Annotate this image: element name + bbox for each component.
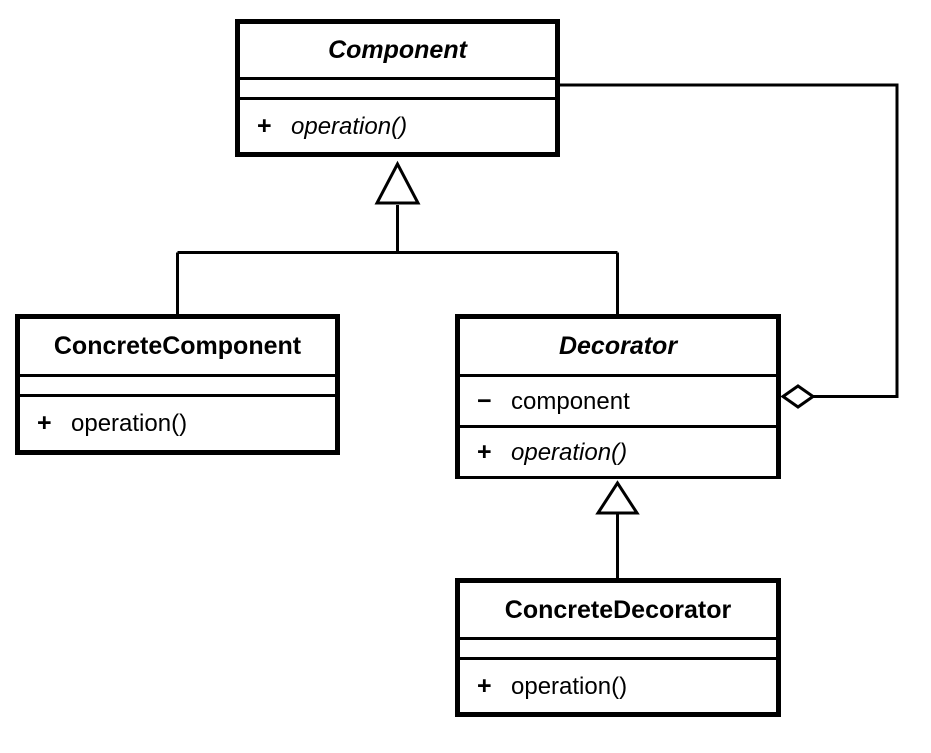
- component-attributes-compartment: [240, 80, 555, 100]
- hollow-triangle-icon: [595, 480, 640, 515]
- operation-label: operation(): [511, 438, 628, 466]
- component-name-compartment: Component: [240, 24, 555, 80]
- class-name-concrete-decorator: ConcreteDecorator: [504, 595, 732, 624]
- concrete-component-attributes-compartment: [20, 377, 335, 397]
- concrete-component-name-compartment: ConcreteComponent: [20, 319, 335, 377]
- visibility-marker: +: [37, 409, 52, 437]
- operation-label: operation(): [291, 112, 408, 140]
- generalization-concrete-decorator: [595, 480, 640, 578]
- operation-row: + operation(): [460, 438, 627, 467]
- operation-label: operation(): [511, 672, 628, 700]
- generalization-tree-component: [176, 160, 619, 314]
- visibility-marker: +: [257, 111, 272, 140]
- decorator-operations-compartment: + operation(): [460, 428, 776, 476]
- hollow-diamond-icon: [780, 384, 816, 409]
- visibility-marker: +: [477, 437, 492, 466]
- class-name-component: Component: [328, 36, 467, 64]
- class-name-decorator: Decorator: [558, 332, 678, 360]
- concrete-component-operations-compartment: + operation(): [20, 397, 335, 450]
- operation-row: + operation(): [240, 112, 407, 141]
- class-name-concrete-component: ConcreteComponent: [53, 332, 302, 360]
- class-box-concrete-decorator[interactable]: ConcreteDecorator + operation(): [455, 578, 781, 717]
- operation-row: + operation(): [460, 672, 627, 701]
- concrete-decorator-operations-compartment: + operation(): [460, 660, 776, 712]
- hollow-triangle-icon: [374, 160, 421, 205]
- aggregation-decorator-component: [560, 83, 899, 409]
- concrete-decorator-attributes-compartment: [460, 640, 776, 660]
- operation-row: + operation(): [20, 409, 187, 438]
- component-operations-compartment: + operation(): [240, 100, 555, 152]
- decorator-name-compartment: Decorator: [460, 319, 776, 377]
- visibility-marker: −: [477, 386, 492, 415]
- attribute-label: component: [511, 387, 630, 415]
- concrete-decorator-name-compartment: ConcreteDecorator: [460, 583, 776, 640]
- class-box-component[interactable]: Component + operation(): [235, 19, 560, 157]
- visibility-marker: +: [477, 671, 492, 700]
- attribute-row: − component: [460, 387, 630, 416]
- operation-label: operation(): [71, 410, 188, 437]
- decorator-attributes-compartment: − component: [460, 377, 776, 428]
- class-box-decorator[interactable]: Decorator − component + operation(): [455, 314, 781, 479]
- class-box-concrete-component[interactable]: ConcreteComponent + operation(): [15, 314, 340, 455]
